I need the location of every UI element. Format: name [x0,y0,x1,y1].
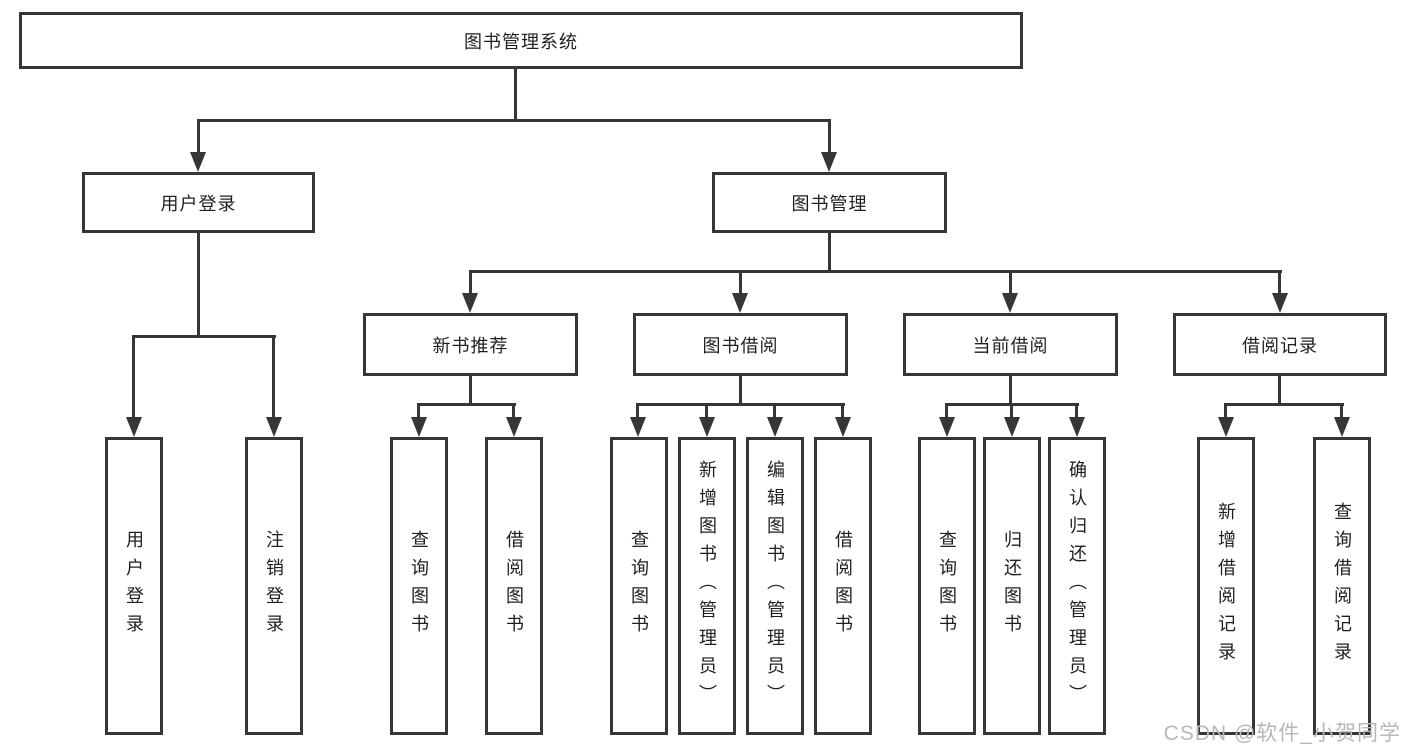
node-leaf-confirm-return-admin: 确认归还（管理员） [1048,437,1106,735]
node-user-login: 用户登录 [82,172,315,233]
connector-line [828,233,831,273]
node-book-borrow: 图书借阅 [633,313,848,376]
connector-line [773,403,776,419]
node-new-book-recommend: 新书推荐 [363,313,578,376]
connector-line [945,403,948,419]
connector-line [197,119,200,154]
connector-line [636,403,639,419]
node-label: 查询借阅记录 [1332,502,1352,670]
node-label: 借阅图书 [833,530,853,642]
arrow-down-icon [630,417,646,437]
node-borrow-records: 借阅记录 [1173,313,1387,376]
node-label: 查询图书 [409,530,429,642]
node-label: 用户登录 [160,193,237,214]
arrow-down-icon [835,417,851,437]
node-leaf-user-login: 用户登录 [105,437,163,735]
csdn-watermark: CSDN @软件_小贺同学 [1163,722,1401,745]
node-leaf-add-books-admin: 新增图书（管理员） [678,437,736,735]
connector-line [636,403,845,406]
connector-line [828,119,831,154]
node-label: 当前借阅 [972,335,1049,356]
connector-line [417,403,516,406]
node-label: 图书借阅 [702,335,779,356]
connector-line [469,270,1282,273]
connector-line [1010,403,1013,419]
node-label: 图书管理系统 [464,31,578,52]
connector-line [739,376,742,406]
connector-line [1009,376,1012,406]
arrow-down-icon [699,417,715,437]
node-label: 编辑图书（管理员） [765,460,785,712]
connector-line [1009,270,1012,296]
node-label: 借阅图书 [504,530,524,642]
node-book-management: 图书管理 [712,172,947,233]
node-leaf-borrow-books: 借阅图书 [814,437,872,735]
arrow-down-icon [462,293,478,313]
connector-line [1340,403,1343,419]
connector-line [1075,403,1078,419]
connector-line [272,335,275,419]
connector-line [469,376,472,406]
node-leaf-add-borrow-record: 新增借阅记录 [1197,437,1255,735]
connector-line [1224,403,1227,419]
arrow-down-icon [506,417,522,437]
arrow-down-icon [1272,293,1288,313]
arrow-down-icon [732,293,748,313]
arrow-down-icon [1069,417,1085,437]
connector-line [469,270,472,296]
arrow-down-icon [1334,417,1350,437]
node-label: 图书管理 [791,193,868,214]
node-label: 新增借阅记录 [1216,502,1236,670]
arrow-down-icon [190,152,206,172]
node-leaf-borrow-books-recommend: 借阅图书 [485,437,543,735]
arrow-down-icon [821,152,837,172]
connector-line [197,119,831,122]
connector-line [1278,376,1281,406]
node-label: 新书推荐 [432,335,509,356]
arrow-down-icon [1004,417,1020,437]
node-leaf-query-books-recommend: 查询图书 [390,437,448,735]
node-label: 新增图书（管理员） [697,460,717,712]
node-leaf-query-books-current: 查询图书 [918,437,976,735]
arrow-down-icon [767,417,783,437]
arrow-down-icon [411,417,427,437]
node-label: 查询图书 [629,530,649,642]
node-label: 归还图书 [1002,530,1022,642]
arrow-down-icon [126,417,142,437]
node-leaf-return-books: 归还图书 [983,437,1041,735]
node-leaf-query-books-borrow: 查询图书 [610,437,668,735]
connector-line [132,335,135,419]
arrow-down-icon [1218,417,1234,437]
connector-line [1278,270,1281,296]
node-leaf-logout: 注销登录 [245,437,303,735]
arrow-down-icon [1002,293,1018,313]
connector-line [705,403,708,419]
connector-line [514,69,517,119]
arrow-down-icon [266,417,282,437]
connector-line [197,233,200,338]
node-leaf-edit-books-admin: 编辑图书（管理员） [746,437,804,735]
connector-line [1224,403,1344,406]
connector-line [417,403,420,419]
node-label: 用户登录 [124,530,144,642]
connector-line [739,270,742,296]
node-label: 查询图书 [937,530,957,642]
connector-line [512,403,515,419]
node-label: 注销登录 [264,530,284,642]
node-root-system: 图书管理系统 [19,12,1023,69]
node-label: 确认归还（管理员） [1067,460,1087,712]
node-label: 借阅记录 [1242,335,1318,356]
node-current-borrow: 当前借阅 [903,313,1118,376]
connector-line [132,335,276,338]
node-leaf-query-borrow-record: 查询借阅记录 [1313,437,1371,735]
arrow-down-icon [939,417,955,437]
connector-line [841,403,844,419]
